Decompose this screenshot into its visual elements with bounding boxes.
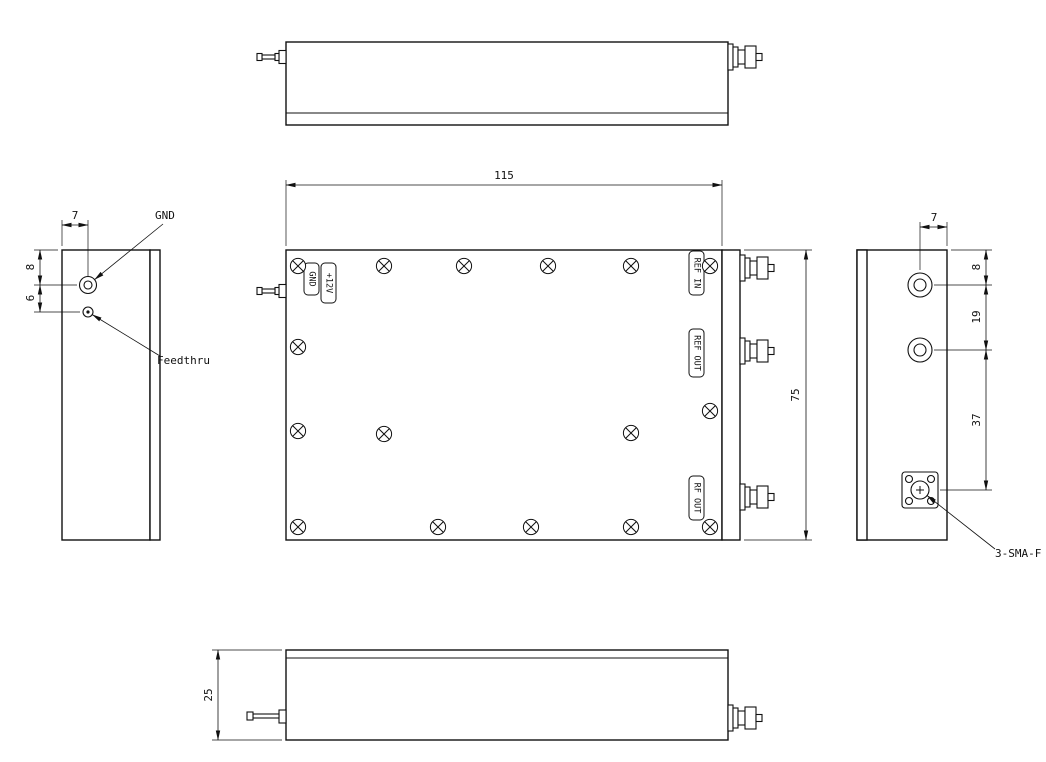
ref-in-label-plate [688, 250, 705, 296]
feedthru-pin [86, 310, 90, 314]
enclosure-outline [285, 649, 729, 741]
right-wall-edge [721, 249, 741, 541]
sma-connector-icon [739, 254, 775, 282]
screw-icon [455, 257, 473, 275]
screw-icon [522, 518, 540, 536]
sma-callout-text: 3-SMA-F [995, 547, 1041, 560]
screw-icon [622, 518, 640, 536]
dimension-left-width: 7 [61, 209, 89, 276]
enclosure-outline [285, 41, 729, 126]
sma-leader-line [926, 495, 996, 550]
sma-flange-connector [901, 471, 939, 509]
dim-left-hole-spacing-text: 6 [24, 295, 37, 302]
screw-icon [622, 424, 640, 442]
screw-icon [375, 257, 393, 275]
gnd-leader-line [94, 223, 164, 280]
dim-left-offset-top-text: 8 [24, 264, 37, 271]
dim-right-spacing-a-text: 19 [970, 310, 983, 323]
screw-icon [289, 338, 307, 356]
screw-icon [539, 257, 557, 275]
power-plate-text: +12V [324, 273, 334, 293]
dimension-left-hole-offsets: 8 6 [24, 249, 80, 313]
right-side-view: 7 8 19 37 3-SMA-F [856, 211, 1041, 560]
dim-left-width-text: 7 [72, 209, 79, 222]
bottom-view: 25 [202, 649, 763, 741]
feedthru-callout-text: Feedthru [157, 354, 210, 367]
gnd-label-plate [303, 262, 320, 296]
dimension-depth: 25 [202, 649, 282, 741]
enclosure-outline [61, 249, 151, 541]
ref-out-label-plate [688, 328, 705, 378]
dim-right-spacing-b-text: 37 [970, 413, 983, 426]
screw-icon [289, 422, 307, 440]
screw-icon [375, 425, 393, 443]
left-side-view: 7 8 6 GND Feedthru [24, 209, 210, 541]
screw-icon [289, 257, 307, 275]
ref-in-connector-hole-inner [913, 278, 927, 292]
toggle-switch-icon [256, 283, 287, 299]
gnd-feedthru-hole-inner [83, 280, 93, 290]
screw-icon [289, 518, 307, 536]
front-view: GND +12V REF IN REF OUT RF OUT [256, 169, 812, 541]
dim-front-height-text: 75 [789, 388, 802, 401]
rf-out-label-plate [688, 475, 705, 521]
enclosure-outline [285, 249, 723, 541]
ref-out-plate-text: REF OUT [692, 335, 702, 371]
feedthru-leader-line [91, 314, 161, 357]
dim-right-offset-top-text: 8 [970, 264, 983, 271]
screw-icon [701, 518, 719, 536]
sma-connector-icon [739, 483, 775, 511]
ref-out-connector-hole-inner [913, 343, 927, 357]
dimension-right-width: 7 [919, 211, 948, 270]
power-label-plate [320, 262, 337, 304]
dim-depth-text: 25 [202, 688, 215, 701]
gnd-callout: GND [94, 209, 175, 280]
front-wall-edge [856, 249, 868, 541]
dimension-front-width: 115 [285, 169, 723, 246]
screw-icon [701, 257, 719, 275]
screw-icon [701, 402, 719, 420]
dim-front-width-text: 115 [494, 169, 514, 182]
screw-icon [429, 518, 447, 536]
dim-right-width-text: 7 [931, 211, 938, 224]
ref-in-plate-text: REF IN [692, 258, 702, 289]
rf-out-plate-text: RF OUT [692, 483, 702, 514]
toggle-switch-icon [256, 49, 287, 65]
screw-icon [622, 257, 640, 275]
sma-callout: 3-SMA-F [926, 495, 1041, 560]
dimension-right-hole-offsets: 8 19 37 [934, 249, 992, 491]
feedthru-callout: Feedthru [91, 314, 210, 367]
sma-connector-icon [727, 43, 763, 71]
front-wall-edge [149, 249, 161, 541]
sma-connector-icon [739, 337, 775, 365]
sma-connector-icon [727, 704, 763, 732]
top-view [256, 41, 763, 126]
gnd-plate-text: GND [307, 271, 317, 286]
gnd-callout-text: GND [155, 209, 175, 222]
feedthru-pin-icon [246, 709, 287, 724]
dimension-front-height: 75 [744, 249, 812, 541]
